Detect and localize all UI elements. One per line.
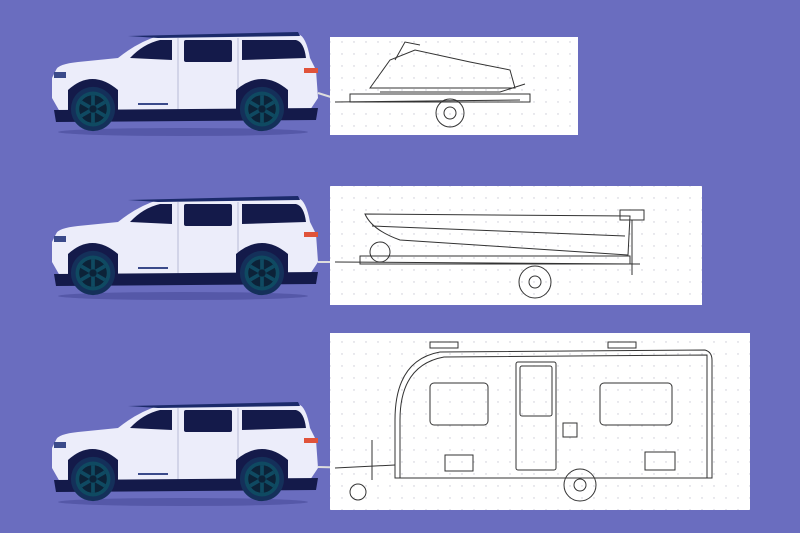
scene-snowmobile bbox=[52, 32, 578, 136]
snowmobile-panel bbox=[330, 37, 578, 135]
caravan-panel bbox=[330, 333, 750, 510]
scene-caravan bbox=[52, 333, 750, 510]
suv-vehicle bbox=[52, 196, 318, 300]
snowmobile-trailer-drawing bbox=[334, 41, 531, 128]
boat-trailer-drawing bbox=[334, 209, 645, 299]
scene-boat bbox=[52, 186, 702, 305]
boat-panel bbox=[330, 186, 702, 305]
caravan-drawing bbox=[334, 341, 713, 502]
suv-vehicle bbox=[52, 402, 318, 506]
suv-vehicle bbox=[52, 32, 318, 136]
